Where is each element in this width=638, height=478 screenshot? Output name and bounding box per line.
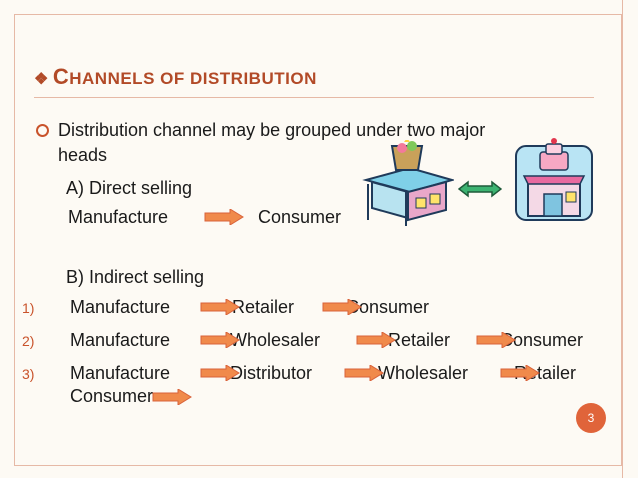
orange-right-arrow-icon	[344, 365, 384, 381]
chain-item: Distributor	[230, 363, 313, 383]
page-number-badge: 3	[576, 403, 606, 433]
chain-item: Manufacture	[70, 363, 171, 383]
diamond-bullet-icon: ❖	[34, 71, 49, 88]
bullet-line-1: Distribution channel may be grouped unde…	[58, 120, 486, 140]
orange-right-arrow-icon	[200, 365, 240, 381]
orange-right-arrow-icon	[322, 299, 362, 315]
title-rest: HANNELS OF DISTRIBUTION	[69, 69, 317, 88]
direct-to: Consumer	[258, 207, 342, 227]
chain-item-wrap: Consumer	[70, 386, 154, 406]
direct-selling-heading: A) Direct selling	[66, 178, 193, 198]
double-headed-arrow-icon	[458, 180, 502, 198]
slide-title: ❖CHANNELS OF DISTRIBUTION	[34, 64, 317, 90]
orange-right-arrow-icon	[356, 332, 396, 348]
direct-from: Manufacture	[68, 207, 169, 227]
indirect-selling-heading: B) Indirect selling	[66, 267, 205, 287]
bullet-line-2: heads	[58, 145, 108, 165]
list-number: 1)	[22, 300, 35, 316]
chain-item: Retailer	[388, 330, 451, 350]
ring-bullet-icon	[36, 124, 49, 137]
orange-right-arrow-icon	[200, 332, 240, 348]
orange-right-arrow-icon	[500, 365, 540, 381]
chain-item: Consumer	[346, 297, 430, 317]
orange-right-arrow-icon	[200, 299, 240, 315]
title-first-letter: C	[52, 64, 70, 89]
orange-right-arrow-icon	[476, 332, 516, 348]
list-number: 2)	[22, 333, 35, 349]
orange-right-arrow-icon	[152, 389, 192, 405]
chain-item: Wholesaler	[378, 363, 469, 383]
title-underline	[34, 97, 594, 98]
list-number: 3)	[22, 366, 35, 382]
chain-item: Retailer	[232, 297, 295, 317]
chain-item: Manufacture	[70, 330, 171, 350]
orange-right-arrow-icon	[204, 209, 244, 225]
cake-shop-clipart	[515, 138, 593, 221]
chain-item: Consumer	[500, 330, 584, 350]
chain-item: Manufacture	[70, 297, 171, 317]
chain-item: Wholesaler	[230, 330, 321, 350]
slide-border	[14, 14, 622, 466]
slide-border-line	[622, 0, 623, 478]
shop-store-clipart	[362, 140, 454, 226]
